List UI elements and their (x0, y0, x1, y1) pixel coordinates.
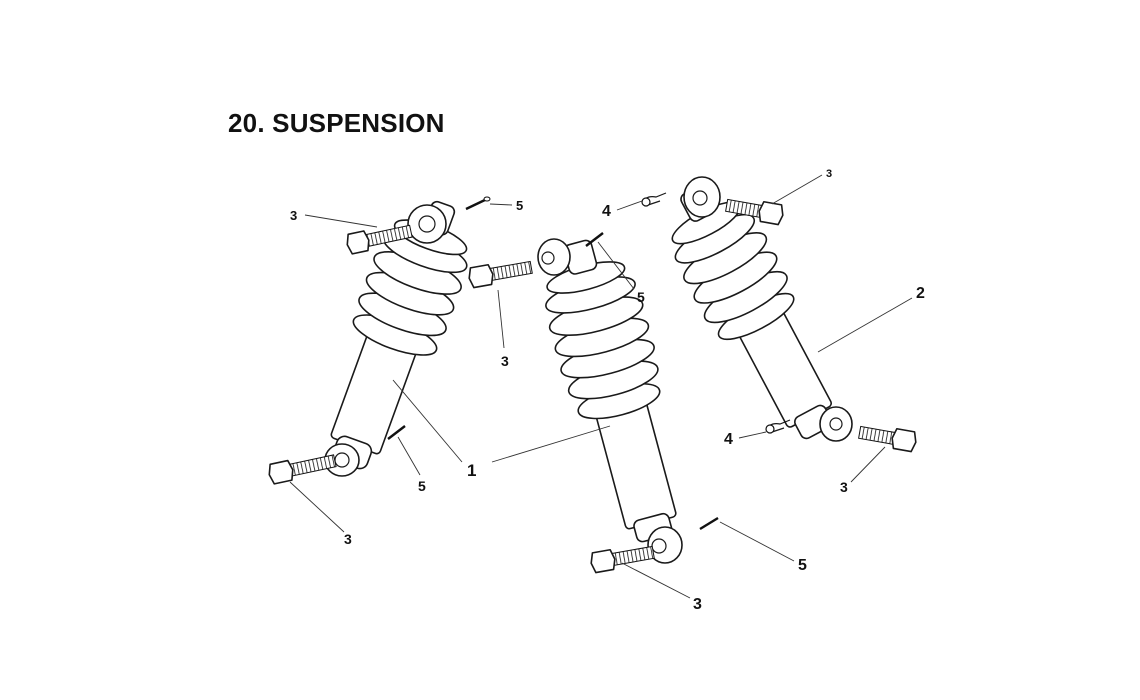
callout-pin-center-top: 5 (637, 289, 645, 305)
bolt-right-bottom (858, 425, 917, 453)
callout-bolt-right-top: 3 (826, 168, 832, 180)
pin-center-bottom (699, 516, 719, 531)
callout-clip-bottom: 4 (724, 431, 733, 448)
callout-bolt-top-left: 3 (290, 208, 297, 223)
callout-shock-absorber-1: 1 (467, 461, 476, 480)
page-title: 20. SUSPENSION (228, 108, 445, 138)
callout-bolt-right-bottom: 3 (840, 479, 848, 495)
pin-top-left (465, 196, 491, 211)
pin-center-top (585, 232, 604, 247)
clip-bottom (765, 419, 791, 434)
pin-middle-left (387, 425, 406, 440)
callout-pin-center-bottom: 5 (798, 557, 807, 574)
bolt-center-top (468, 260, 533, 289)
callout-bolt-bottom-left: 3 (344, 531, 352, 547)
callout-pin-top-left: 5 (516, 198, 523, 213)
callout-bolt-center-bottom: 3 (693, 596, 702, 613)
callout-pin-mid-left: 5 (418, 478, 426, 494)
bolt-right-top (725, 198, 784, 226)
shock-absorber-right (671, 176, 853, 442)
leader-lines (289, 174, 913, 599)
shock-absorber-center (537, 238, 683, 564)
callout-clip-top: 4 (602, 203, 611, 220)
callout-labels: 3 5 3 1 5 3 5 4 3 2 4 3 5 3 (290, 168, 925, 613)
shock-absorber-left (324, 200, 468, 477)
callout-shock-absorber-2: 2 (916, 285, 925, 302)
callout-bolt-center-top: 3 (501, 353, 509, 369)
bolt-bottom-left (268, 454, 337, 485)
clip-top (641, 192, 667, 207)
bolt-center-bottom (590, 545, 655, 574)
bolt-top-left (346, 224, 413, 255)
